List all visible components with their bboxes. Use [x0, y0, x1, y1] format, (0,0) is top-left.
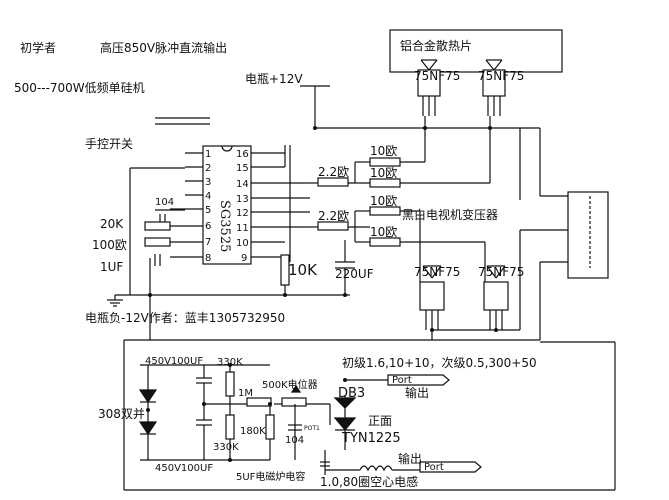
r100-label: 100欧: [92, 238, 127, 252]
db3-label: DB3: [338, 386, 365, 401]
transformer-body: [567, 191, 609, 279]
mosfet-label-bottom-right: 75NF75: [478, 265, 524, 279]
output-bottom-label: 输出: [398, 451, 422, 466]
port-top-label: Port: [392, 375, 412, 386]
output-top-label: 输出: [405, 385, 429, 400]
r330k-top-label: 330K: [217, 357, 243, 368]
c450v-bottom-label: 450V100UF: [155, 463, 213, 474]
transformer-label: 黑白电视机变压器: [402, 207, 498, 222]
mosfet-label-bottom-left: 75NF75: [414, 265, 460, 279]
port-bottom-label: Port: [424, 462, 444, 473]
c104b-label: 104: [285, 435, 304, 446]
sg3525-chip: [202, 145, 252, 265]
cap-5uf-label: 5UF电磁炉电容: [236, 470, 305, 483]
ic-pin-1: 1: [205, 149, 211, 160]
winding-spec-label: 初级1.6,10+10，次级0.5,300+50: [342, 356, 537, 370]
front-label: 正面: [368, 414, 392, 428]
mosfet-top-right: [482, 59, 506, 116]
ic-pin-16: 16: [236, 149, 249, 160]
r1m-label: 1M: [238, 388, 253, 399]
c1uf-label: 1UF: [100, 260, 123, 274]
r10-label-2: 10欧: [370, 166, 397, 180]
manual-switch-label: 手控开关: [85, 137, 133, 151]
mosfet-top-left: [417, 59, 441, 116]
ic-pin-12: 12: [236, 208, 249, 219]
mosfet-bottom-right: [483, 265, 509, 330]
r10-label-3: 10欧: [370, 194, 397, 208]
r330k-bottom-label: 330K: [213, 442, 239, 453]
ic-pin-14: 14: [236, 179, 249, 190]
c450v-top-label: 450V100UF: [145, 356, 203, 367]
c220uf-label: 220UF: [335, 267, 374, 281]
r22-label-1: 2.2欧: [318, 165, 349, 179]
mosfet-label-top-right: 75NF75: [478, 69, 524, 83]
r180k-label: 180K: [240, 426, 266, 437]
ic-pin-4: 4: [205, 191, 211, 202]
r10-label-1: 10欧: [370, 144, 397, 158]
r22-label-2: 2.2欧: [318, 209, 349, 223]
r20k-label: 20K: [100, 217, 124, 231]
ic-pin-3: 3: [205, 177, 211, 188]
ic-pin-15: 15: [236, 163, 249, 174]
r10-label-4: 10欧: [370, 225, 397, 239]
r10k-label: 10K: [288, 261, 318, 279]
coil-label: 1.0,80圈空心电感: [320, 474, 418, 489]
mosfet-bottom-left: [419, 265, 445, 330]
dual-308-label: 308双并: [98, 407, 145, 421]
ic-pin-5: 5: [205, 205, 211, 216]
ic-pin-2: 2: [205, 163, 211, 174]
ic-pin-7: 7: [205, 237, 211, 248]
pot-short-label: POT1: [304, 425, 320, 432]
ic-name: SG3525: [217, 200, 232, 252]
battery-negative-label: 电瓶负-12V作者：蓝丰1305732950: [85, 311, 285, 325]
title-hv-output: 高压850V脉冲直流输出: [100, 40, 227, 55]
ic-pin-6: 6: [205, 221, 211, 232]
heatsink-label: 铝合金散热片: [400, 38, 472, 53]
ic-pin-10: 10: [236, 238, 249, 249]
ic-pin-11: 11: [236, 223, 249, 234]
author-tag: 初学者: [20, 40, 56, 55]
subtitle-power: 500---700W低频单硅机: [14, 81, 145, 95]
heatsink-outline: [389, 29, 563, 73]
mosfet-label-top-left: 75NF75: [414, 69, 460, 83]
ic-pin-8: 8: [205, 253, 211, 264]
triac-label: TYN1225: [341, 431, 401, 446]
ic-pin-9: 9: [241, 253, 247, 264]
pot-label: 500K电位器: [262, 378, 318, 391]
battery-positive-label: 电瓶+12V: [245, 72, 303, 86]
ic-pin-13: 13: [236, 194, 249, 205]
c104-label: 104: [155, 197, 174, 208]
